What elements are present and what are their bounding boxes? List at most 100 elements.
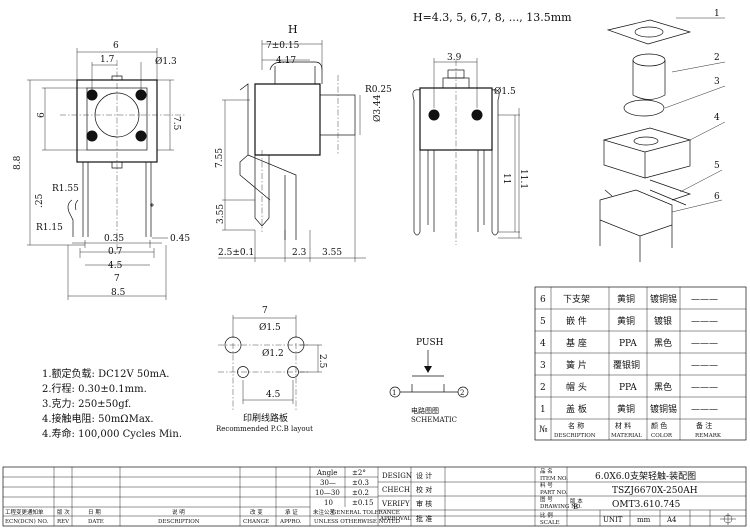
verify-cn: 审 核 [416,499,432,508]
dim-width-6: 6 [113,41,119,51]
schematic-push: PUSH [416,338,444,348]
dim-0-45: 0.45 [170,234,190,244]
bom-row-5: 5 嵌 件 黄铜 镀银 ——— [540,315,718,327]
dim-8-5: 8.5 [111,288,126,298]
name-en: ITEM NO. [540,476,568,482]
general-tol: GENERAL TOLERANCE [332,510,400,516]
bom-table: 6 下支架 黄铜 镀铜锡 ——— 5 嵌 件 黄铜 镀银 ——— 4 基 座 P… [534,286,747,441]
version-cn: 版 本 [570,497,583,505]
schematic-title-en: SCHEMATIC [411,416,457,424]
pcb-dim-2-5: 2.5 [317,354,327,369]
sheet-size: A4 [666,516,677,524]
general-tol-cn: 未注公差 [313,508,336,516]
desc-cn: 说 明 [172,508,185,516]
bom-color: 黑色 [654,337,672,349]
bom-material: 黄铜 [617,293,635,305]
dim-0-7: 0.7 [108,247,123,257]
dim-11-1: 11.1 [518,169,528,189]
dim-2-3: 2.3 [292,248,307,258]
dim-25: .25 [35,193,45,208]
change-cn: 改 变 [250,508,263,516]
ecn-label: ECN(DCN) NO. [5,518,49,525]
bom-header-color-cn: 颜 色 [651,421,667,430]
dim-back-dia-1-5: Ø1.5 [494,86,516,97]
bom-desc: 簧 片 [566,359,587,371]
schematic-pin-2: 2 [460,389,464,397]
pcb-title-en: Recommended P.C.B layout [216,425,313,433]
dim-r1-55: R1.55 [52,184,79,194]
bom-header-desc-en: DESCRIPTION [554,433,596,439]
drawing-no: OMT3.610.745 [612,500,681,510]
bom-header-color-en: COLOR [651,433,673,439]
pcb-dim-dia-1-2: Ø1.2 [262,348,284,359]
dim-7: 7 [114,274,120,284]
bom-no: 1 [540,405,546,415]
part-insert [604,179,692,206]
height-note: H=4.3, 5, 6,7, 8, ..., 13.5mm [413,11,572,24]
dim-height-7-5: 7.5 [171,116,181,131]
bom-color: 黑色 [654,381,672,393]
part-spring [623,99,665,117]
back-hole-right [471,109,483,121]
bom-row-1: 1 盖 板 黄铜 镀铜锡 ——— [540,403,718,415]
callout-3: 3 [714,77,720,87]
schematic-pin-1: 1 [392,389,396,397]
back-view: 3.9 Ø1.5 11 11.1 [412,53,528,245]
date-cn: 日 期 [88,509,101,516]
bom-row-6: 6 下支架 黄铜 镀铜锡 ——— [540,293,718,305]
part-no: TSZJ6670X-250AH [612,486,698,496]
pcb-pad-br [287,366,299,378]
unit-value: mm [637,516,651,524]
bom-remark: ——— [691,405,718,415]
rev-label: REV [57,519,70,525]
design-cn: 设 计 [416,471,432,480]
bom-desc: 下支架 [563,293,590,305]
bom-no: 2 [540,383,546,393]
part-bracket [599,189,673,262]
check-cn: 校 对 [416,485,432,494]
rev-cn: 版 次 [57,508,70,516]
scale-cn: 比 例 [540,511,553,519]
dim-r1-15: R1.15 [36,223,63,233]
exploded-view: 1 2 3 4 5 6 [599,9,726,262]
desc-label: DESCRIPTION [158,519,200,525]
dim-4-5: 4.5 [108,261,123,271]
bom-header-rem-cn: 备 注 [696,421,712,430]
dim-4-17: 4.17 [276,56,296,66]
spec-2: 2.行程: 0.30±0.1mm. [42,382,147,395]
bom-remark: ——— [691,317,718,327]
callout-2: 2 [714,53,720,63]
specs-notes: 1.额定负载: DC12V 50mA. 2.行程: 0.30±0.1mm. 3.… [42,367,182,440]
side-body [254,83,321,156]
bom-no: 5 [540,317,546,327]
check-label: CHECH [382,486,410,494]
bom-material: PPA [619,383,637,393]
bom-desc: 基 座 [566,337,587,349]
schematic-title-cn: 电路图图 [411,406,439,415]
schematic: PUSH 1 2 电路图图 SCHEMATIC [389,338,469,424]
side-actuator [319,94,356,136]
bom-header: № 名 称 DESCRIPTION 材 料 MATERIAL 颜 色 COLOR… [539,421,722,439]
part-en: PART NO. [540,490,568,496]
bom-remark: ——— [691,295,718,305]
hole-bl [86,130,98,142]
version: B [573,503,578,511]
tol-angle-val: ±2° [352,469,366,477]
bom-header-rem-en: REMARK [695,433,722,439]
verify-label: VERIFY [381,500,410,508]
dim-0-35: 0.35 [104,234,124,244]
dim-11: 11 [501,173,511,184]
callout-5: 5 [714,161,720,171]
tol-r2: 10—30 [315,489,340,497]
bom-header-mat-cn: 材 料 [615,421,631,430]
scale-label: SCALE [540,520,560,526]
dim-2-5: 2.5±0.1 [218,248,254,258]
spec-1: 1.额定负载: DC12V 50mA. [42,367,170,380]
dim-height-6: 6 [37,112,47,118]
bom-material: 黄铜 [617,315,635,327]
dim-3-9: 3.9 [447,53,462,63]
dim-3-55: 3.55 [216,204,226,224]
approval-label: APPROVAL [379,516,411,522]
tol-r2-val: ±0.2 [352,489,369,497]
